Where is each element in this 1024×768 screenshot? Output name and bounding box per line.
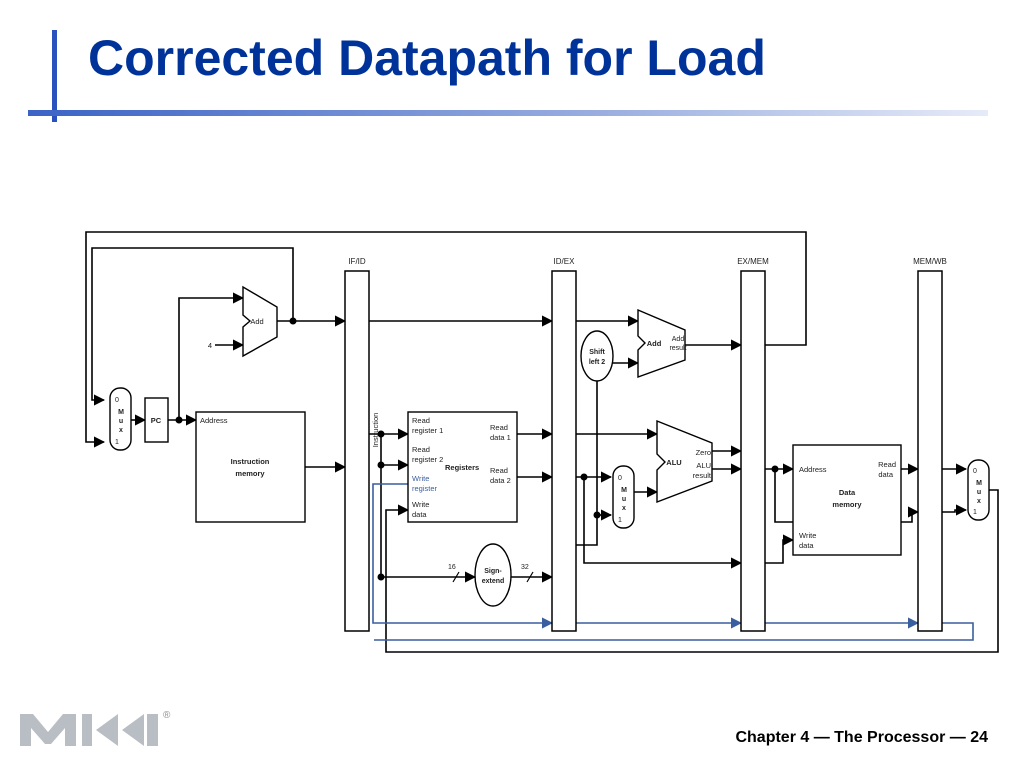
alu-result-bypass-wire (774, 469, 920, 523)
slide-title: Corrected Datapath for Load (88, 30, 766, 86)
svg-text:PC: PC (151, 416, 162, 425)
svg-text:Read: Read (878, 460, 896, 469)
shift-left-2-unit: Shift left 2 (580, 330, 614, 382)
svg-text:Address: Address (200, 416, 228, 425)
svg-text:Data: Data (839, 488, 856, 497)
svg-text:Add: Add (647, 339, 662, 348)
svg-text:0: 0 (115, 397, 119, 404)
svg-text:Sign-: Sign- (484, 568, 502, 575)
write-register-path-wire (372, 483, 554, 629)
pc-to-add-wire (178, 292, 245, 420)
svg-text:result: result (669, 345, 686, 352)
data-memory: Address Read data Data memory Write data (792, 444, 902, 556)
instruction-field-label: Instruction (371, 413, 380, 448)
read-data-2-to-exmem-wire (583, 477, 743, 569)
svg-text:M: M (976, 480, 982, 487)
svg-text:Read: Read (412, 445, 430, 454)
svg-text:Add: Add (250, 317, 263, 326)
svg-text:u: u (119, 418, 123, 425)
svg-text:data: data (412, 510, 427, 519)
svg-text:data: data (799, 541, 814, 550)
svg-text:extend: extend (482, 578, 505, 585)
svg-text:x: x (119, 427, 123, 434)
svg-text:Write: Write (412, 500, 429, 509)
branch-target-feedback-wire (85, 231, 807, 448)
registered-mark: ® (163, 710, 171, 721)
junction-dots (175, 317, 779, 581)
pc-plus-4-feedback-wire (91, 247, 294, 406)
exmem-label: EX/MEM (737, 257, 769, 266)
memwb-register (917, 270, 943, 632)
wires (85, 231, 999, 653)
svg-text:x: x (977, 498, 981, 505)
svg-text:data 1: data 1 (490, 433, 511, 442)
bus-width-tick-32 (526, 571, 534, 583)
svg-text:ALU: ALU (696, 461, 711, 470)
write-register-memwb-wire (374, 622, 974, 641)
svg-text:Instruction: Instruction (231, 457, 270, 466)
branch-adder: Add Add result (637, 308, 687, 378)
svg-text:Write: Write (412, 474, 429, 483)
ifid-label: IF/ID (348, 257, 366, 266)
svg-text:Read: Read (412, 416, 430, 425)
svg-text:u: u (622, 496, 626, 503)
writeback-data-wire (385, 489, 999, 653)
alu-src-mux: 0 M u x 1 (612, 465, 635, 529)
svg-text:Address: Address (799, 465, 827, 474)
pc-register: PC (144, 397, 169, 443)
svg-text:0: 0 (973, 468, 977, 475)
svg-text:M: M (118, 409, 124, 416)
alu: ALU Zero ALU result (656, 419, 713, 504)
constant-four: 4 (208, 341, 212, 350)
title-accent-vertical-bar (52, 30, 57, 122)
sign-extend-unit: Sign- extend (474, 543, 512, 607)
pc-adder: Add (242, 285, 278, 358)
slide-footer: Chapter 4 — The Processor — 24 (735, 729, 988, 746)
ifid-register (344, 270, 370, 632)
bus-width-tick-16 (452, 571, 460, 583)
svg-text:1: 1 (115, 439, 119, 446)
svg-text:memory: memory (832, 500, 862, 509)
pc-mux: 0 M u x 1 (109, 387, 132, 451)
mk-logo: ® (20, 710, 171, 746)
exmem-to-dmem-write-data-wire (765, 534, 795, 564)
memwb-label: MEM/WB (913, 257, 947, 266)
svg-text:memory: memory (235, 469, 265, 478)
svg-text:Registers: Registers (445, 463, 479, 472)
exmem-register (740, 270, 766, 632)
svg-text:result: result (693, 471, 712, 480)
svg-text:register: register (412, 484, 438, 493)
svg-text:Write: Write (799, 531, 816, 540)
writeback-mux: 0 M u x 1 (967, 459, 990, 521)
svg-text:1: 1 (618, 517, 622, 524)
idex-register (551, 270, 577, 632)
register-file: Read register 1 Read register 2 Write re… (407, 411, 518, 523)
svg-text:register 2: register 2 (412, 455, 443, 464)
svg-text:M: M (621, 487, 627, 494)
svg-text:x: x (622, 505, 626, 512)
svg-text:register 1: register 1 (412, 426, 443, 435)
memwb-alu-result-to-mux-wire (942, 504, 968, 516)
immediate-to-shift-wire (576, 381, 598, 546)
title-accent-horizontal-bar (28, 110, 988, 116)
svg-text:0: 0 (618, 475, 622, 482)
instruction-memory: Address Instruction memory (195, 411, 306, 523)
svg-text:u: u (977, 489, 981, 496)
svg-text:Read: Read (490, 423, 508, 432)
svg-text:1: 1 (973, 509, 977, 516)
svg-text:data 2: data 2 (490, 476, 511, 485)
svg-text:data: data (878, 470, 893, 479)
sign-extend-input-width: 16 (448, 564, 456, 571)
svg-text:Shift: Shift (589, 349, 605, 356)
svg-text:left 2: left 2 (589, 359, 605, 366)
svg-text:Read: Read (490, 466, 508, 475)
sign-extend-output-width: 32 (521, 564, 529, 571)
idex-label: ID/EX (554, 257, 576, 266)
svg-text:Zero: Zero (696, 448, 711, 457)
svg-text:Add: Add (672, 336, 685, 343)
svg-text:ALU: ALU (666, 458, 681, 467)
